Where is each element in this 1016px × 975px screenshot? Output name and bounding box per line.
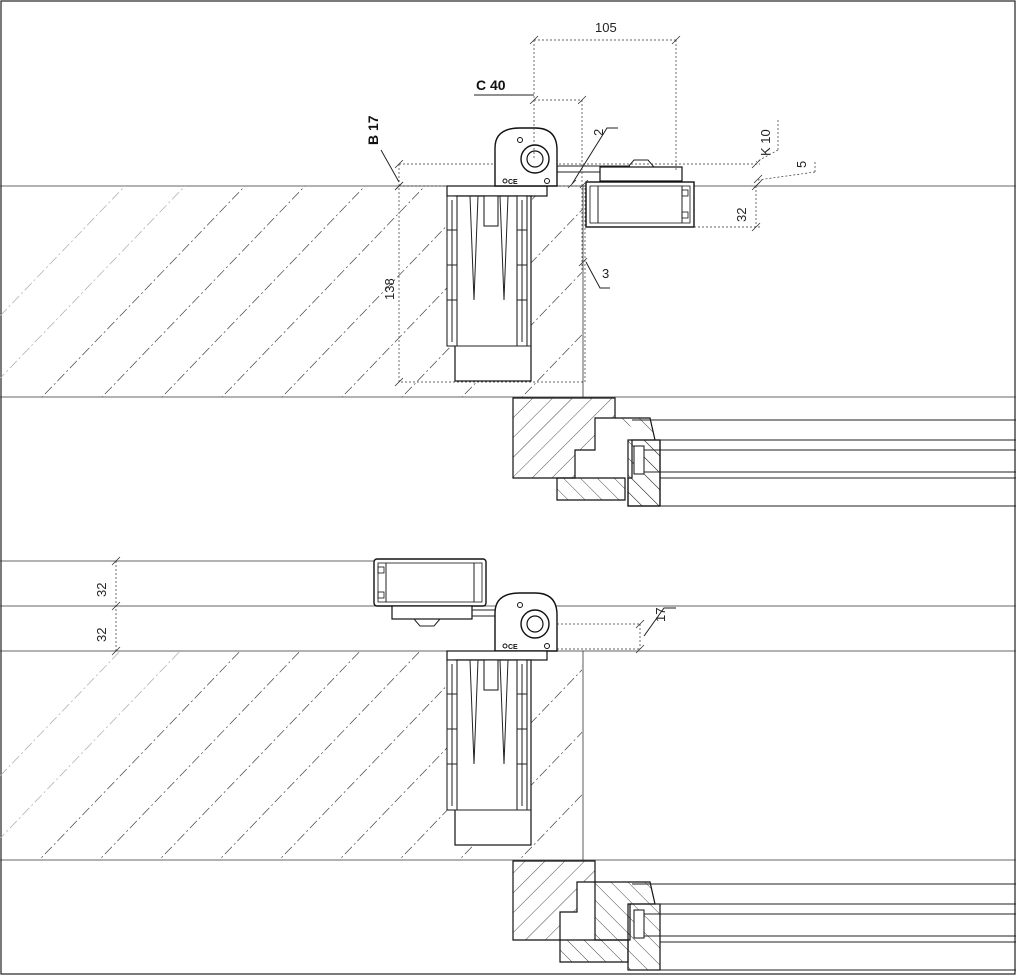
svg-text:CE: CE — [508, 179, 518, 186]
dim-32-bottom: 32 32 — [94, 556, 121, 656]
dim-2: 2 — [567, 127, 618, 189]
window-frame-bottom — [512, 860, 1016, 971]
dim-17-label: 17 — [653, 608, 668, 622]
dim-138-label: 138 — [382, 278, 397, 300]
dim-32-bottom-2-label: 32 — [94, 628, 109, 642]
motor-head-top: CE — [494, 127, 558, 187]
track-profile-bottom — [373, 558, 487, 607]
dim-k10-label: K 10 — [758, 129, 773, 156]
motor-housing-bottom — [446, 650, 548, 846]
dim-5: 5 — [753, 160, 816, 189]
dim-17: 17 — [557, 607, 676, 654]
dim-32-top: 32 — [734, 181, 761, 232]
dim-c40: C 40 — [474, 77, 587, 270]
wall-hatching-bottom — [0, 651, 582, 860]
dim-105-label: 105 — [595, 20, 617, 35]
top-view: CE 105 — [0, 20, 1016, 507]
svg-text:CE: CE — [508, 644, 518, 651]
dim-k10: K 10 — [751, 120, 779, 169]
dim-2-label: 2 — [591, 129, 606, 136]
carriage-bottom — [391, 605, 495, 627]
dim-b17-label: B 17 — [365, 115, 381, 145]
window-frame-top — [512, 397, 1016, 507]
dim-c40-label: C 40 — [476, 77, 506, 93]
dim-32-top-label: 32 — [734, 208, 749, 222]
track-profile-top — [585, 181, 760, 228]
carriage-top — [599, 159, 683, 182]
dim-3-label: 3 — [602, 266, 609, 281]
bottom-view: CE 32 32 — [0, 556, 1016, 971]
dim-3: 3 — [578, 257, 610, 289]
motor-housing-top — [446, 185, 548, 382]
dim-32-bottom-1-label: 32 — [94, 583, 109, 597]
dim-138: 138 — [382, 181, 404, 387]
dim-5-label: 5 — [794, 161, 809, 168]
dim-b17: B 17 — [365, 115, 404, 191]
motor-head-bottom: CE — [494, 592, 558, 652]
